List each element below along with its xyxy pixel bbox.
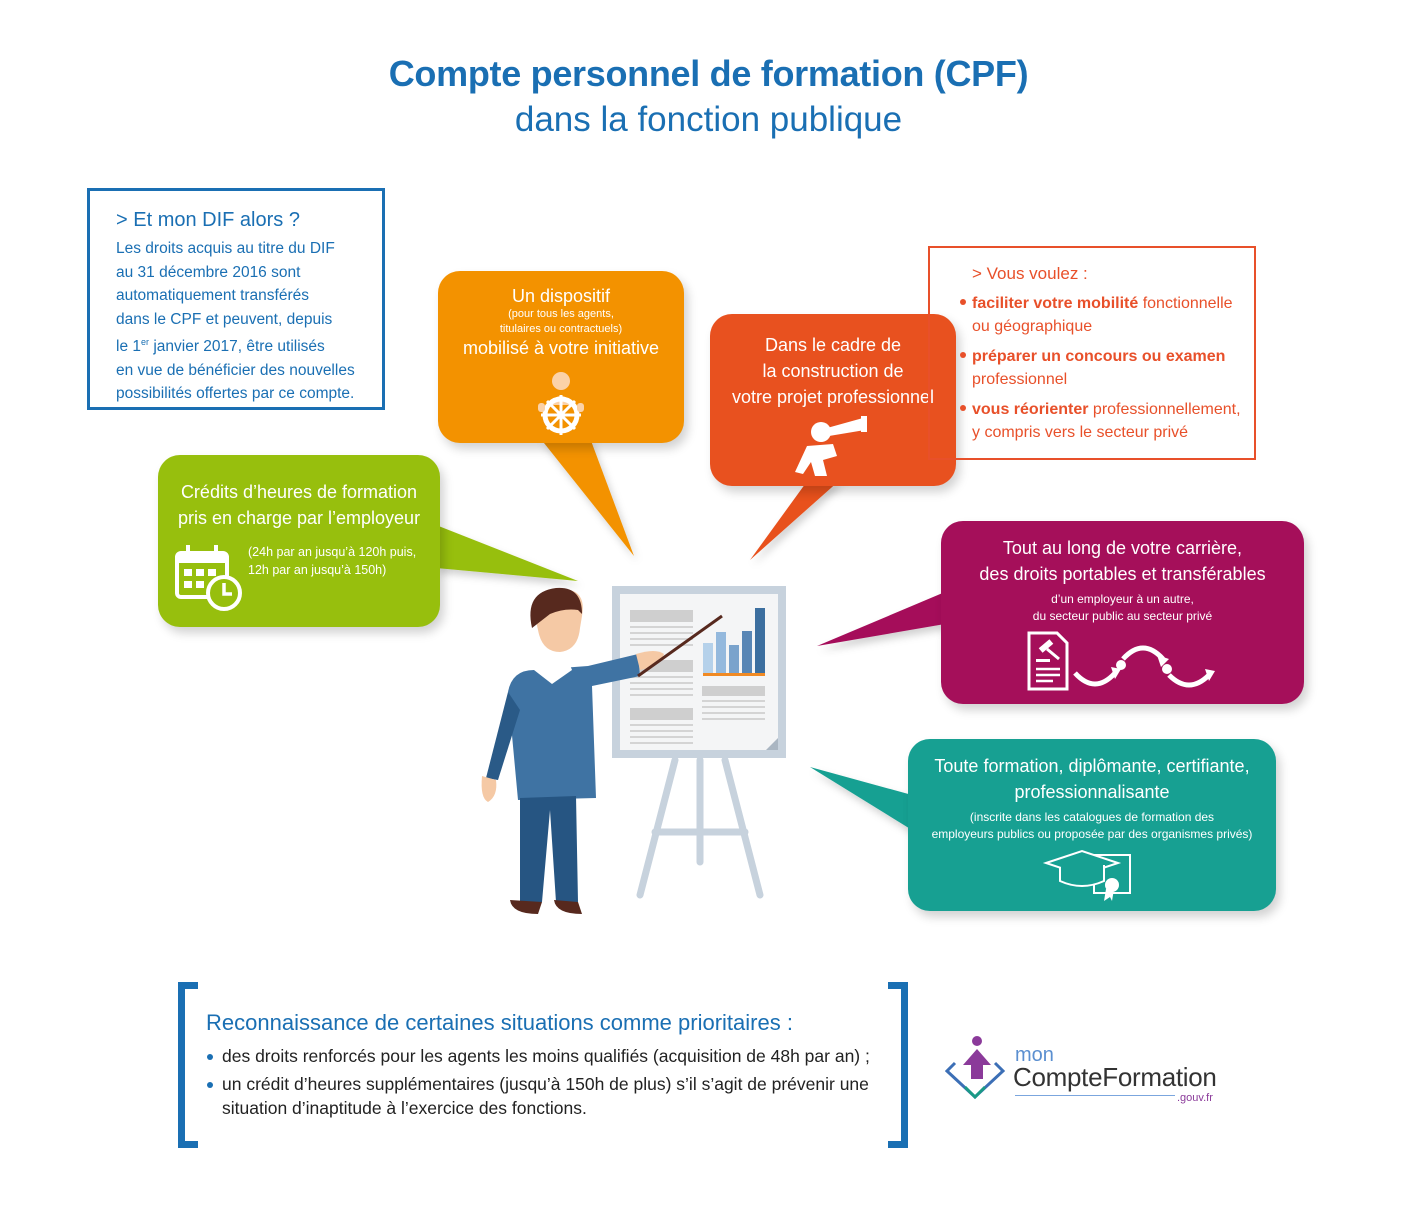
tail-red: [750, 480, 840, 560]
bubble-credits: Crédits d’heures de formation pris en ch…: [158, 455, 440, 627]
dif-info-box: > Et mon DIF alors ? Les droits acquis a…: [87, 188, 385, 410]
dif-text: Les droits acquis au titre du DIF au 31 …: [116, 240, 355, 403]
goal-item: préparer un concours ou examen professio…: [960, 345, 1254, 391]
goal-item: vous réorienter professionnellement, y c…: [960, 398, 1254, 444]
priorities-heading: Reconnaissance de certaines situations c…: [206, 1010, 793, 1035]
goals-heading: > Vous voulez :: [972, 264, 1088, 283]
bubble-formation: Toute formation, diplômante, certifiante…: [908, 739, 1276, 911]
goals-box: > Vous voulez : faciliter votre mobilité…: [928, 246, 1256, 460]
priorities-section: Reconnaissance de certaines situations c…: [206, 1008, 886, 1124]
document-gavel-transfer-icon: [1027, 631, 1215, 691]
bubble-carriere: Tout au long de votre carrière, des droi…: [941, 521, 1304, 704]
helm-person-icon: [538, 372, 584, 435]
page-title: Compte personnel de formation (CPF): [388, 53, 1029, 94]
left-bracket: [178, 982, 198, 1148]
tail-orange: [540, 438, 634, 556]
bubble-projet: Dans le cadre de la construction de votr…: [710, 314, 956, 486]
page-subtitle: dans la fonction publique: [514, 100, 903, 139]
goal-item: faciliter votre mobilité fonctionnelle o…: [960, 292, 1254, 338]
priority-item: des droits renforcés pour les agents les…: [206, 1044, 886, 1068]
graduation-cap-diploma-icon: [1042, 849, 1131, 901]
dif-heading: > Et mon DIF alors ?: [116, 209, 300, 231]
tail-teal: [810, 767, 912, 830]
right-bracket: [888, 982, 908, 1148]
page-header: Compte personnel de formation (CPF) dans…: [0, 52, 1417, 142]
moncompteformation-logo[interactable]: mon CompteFormation .gouv.fr: [945, 1035, 1225, 1105]
bubble-dispositif: Un dispositif (pour tous les agents, tit…: [438, 271, 684, 443]
calendar-clock-icon: [175, 545, 242, 611]
telescope-person-icon: [795, 416, 867, 476]
logo-mark-icon: [945, 1036, 1006, 1099]
presenter-illustration: [481, 586, 786, 914]
tail-green: [436, 525, 578, 581]
priority-item: un crédit d’heures supplémentaires (jusq…: [206, 1072, 886, 1120]
tail-purple: [817, 592, 945, 646]
